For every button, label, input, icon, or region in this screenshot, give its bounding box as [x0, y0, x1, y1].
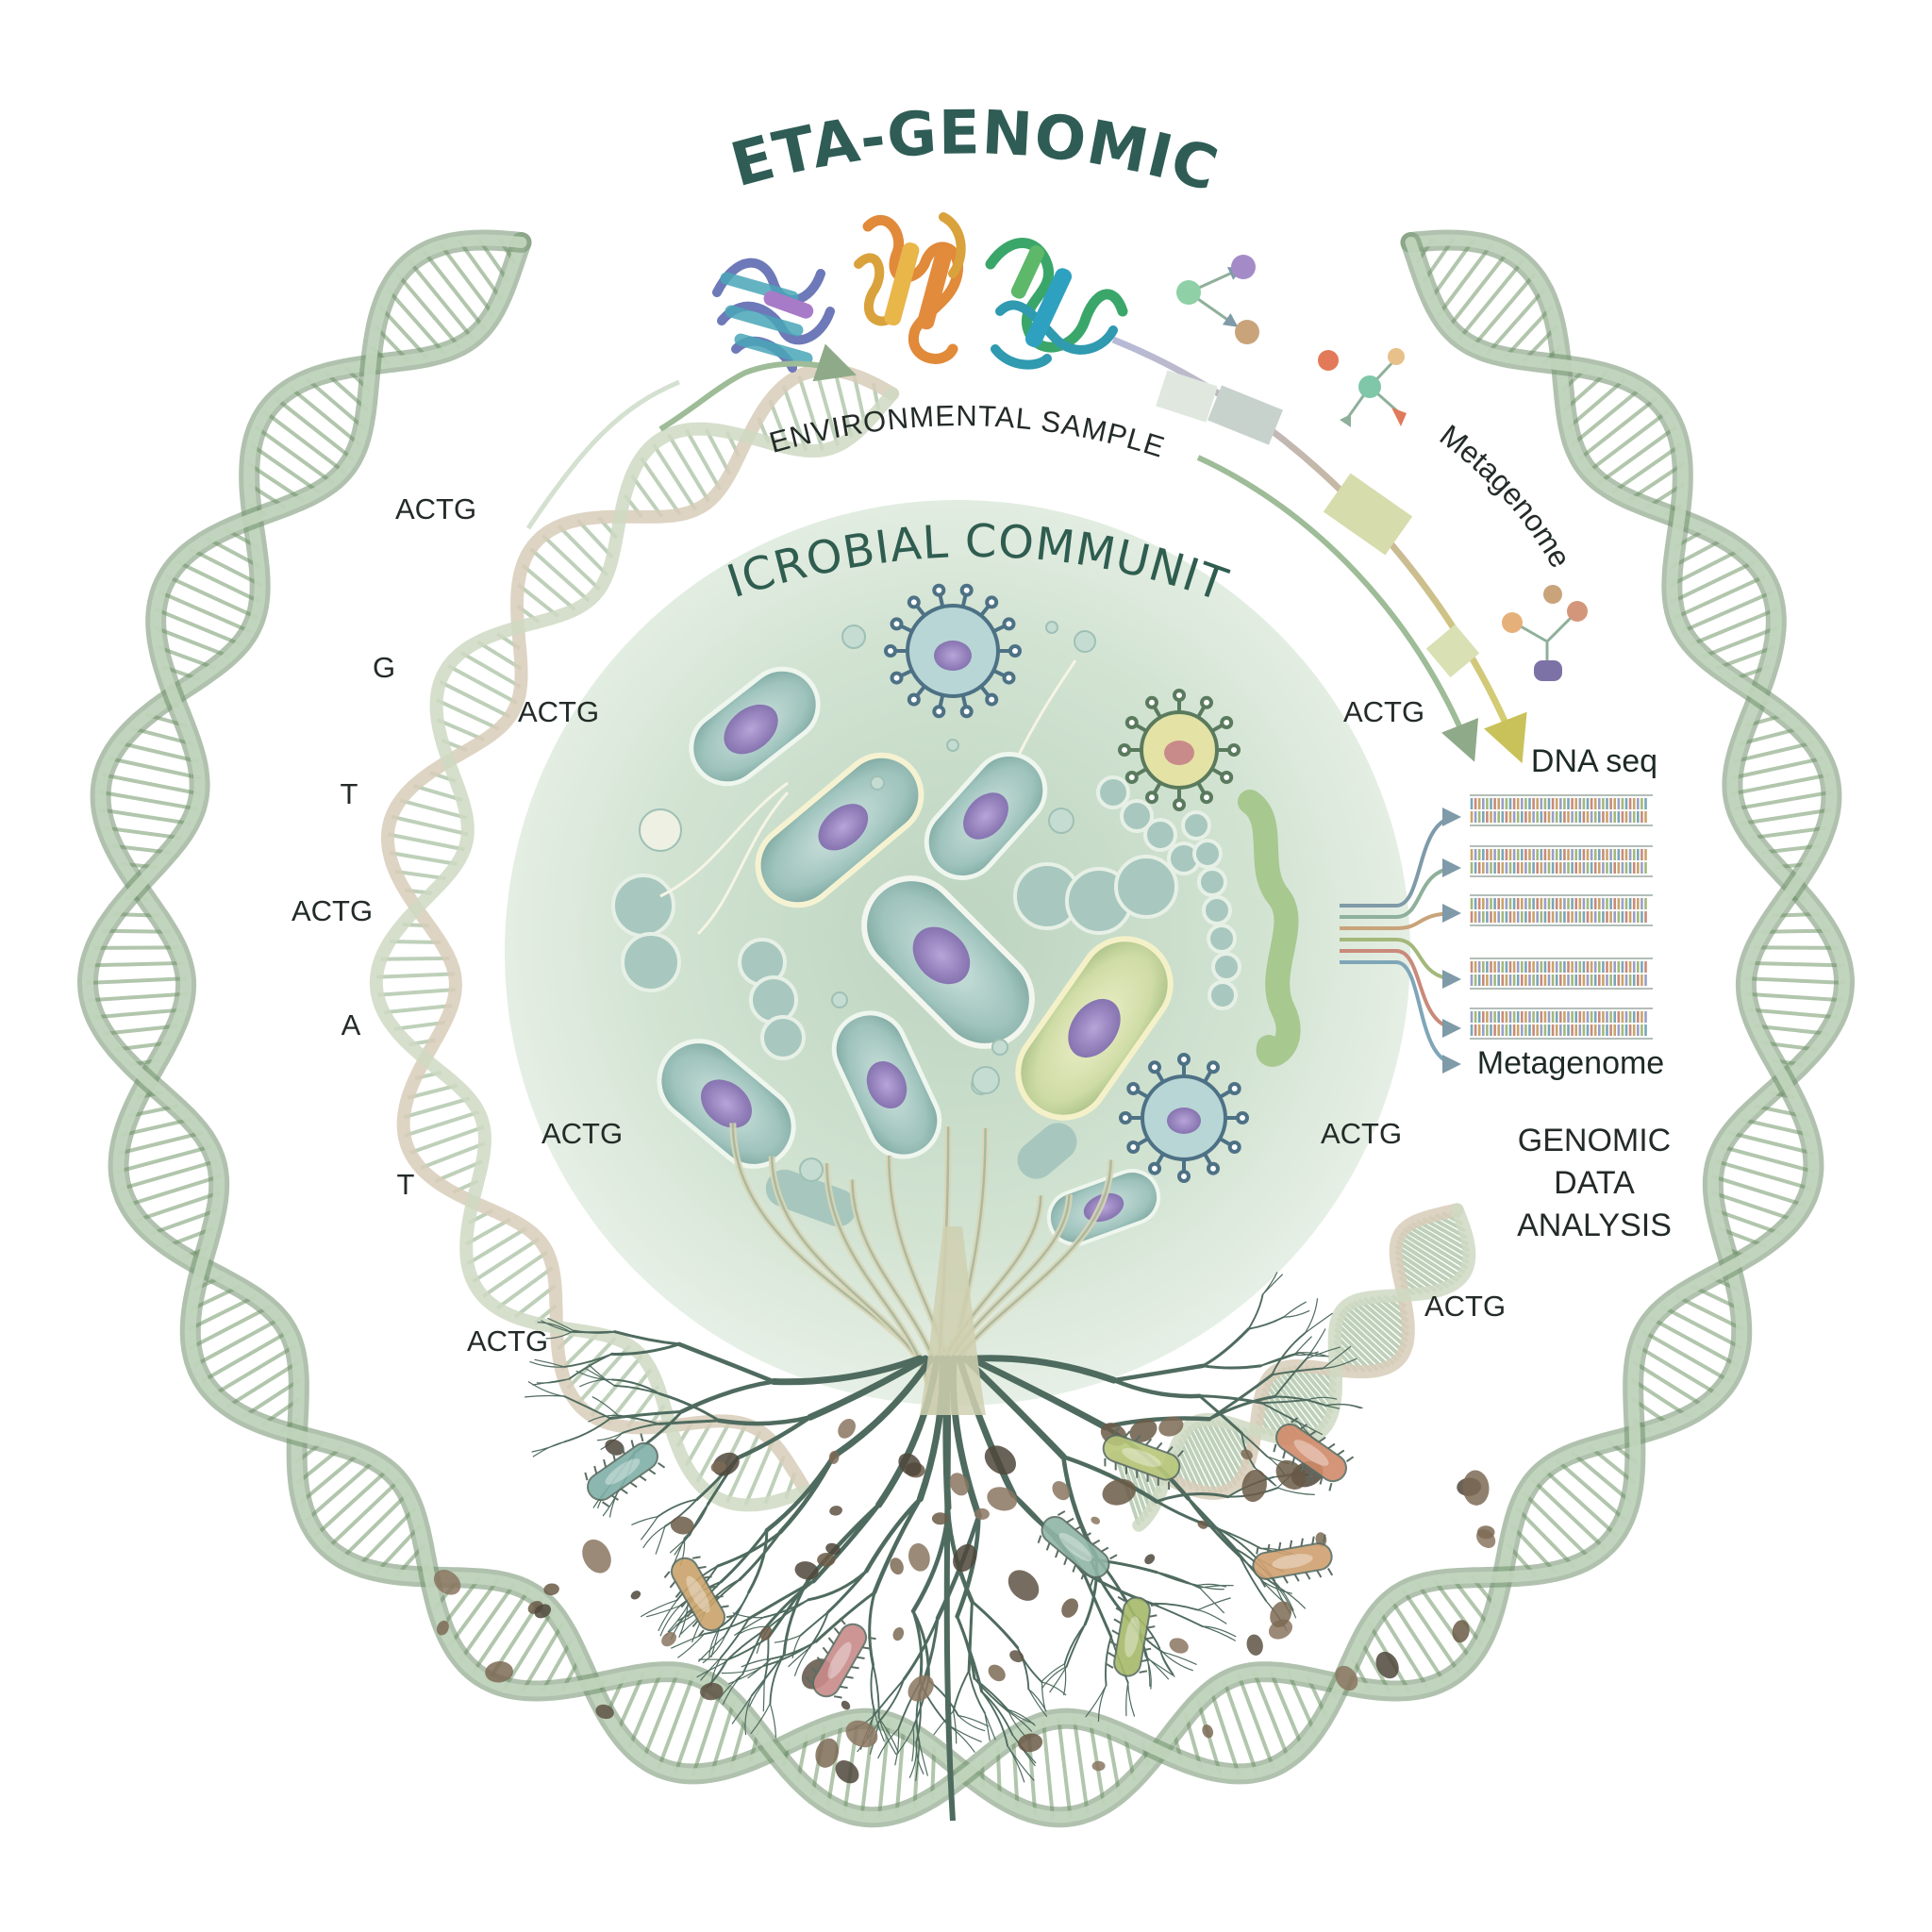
- soil-bacterium-icon: [1273, 1417, 1355, 1491]
- sequence-reads-panel: [1470, 794, 1653, 1040]
- base-label: T: [341, 777, 358, 810]
- base-label: A: [341, 1008, 361, 1041]
- environmental-sample-arrow: [658, 343, 857, 432]
- soil-bacterium-icon: [1102, 1426, 1184, 1491]
- base-label: ACTG: [1321, 1117, 1402, 1150]
- sequence-block-bars: [1156, 370, 1480, 678]
- inner-dna-helix-left: [369, 363, 900, 1512]
- base-label: ACTG: [395, 492, 476, 525]
- dna-seq-label: DNA seq: [1531, 743, 1657, 779]
- base-label: T: [397, 1168, 415, 1201]
- base-label: ACTG: [1424, 1290, 1506, 1323]
- network-node-icon: [1318, 348, 1407, 427]
- bacterium-icon: [689, 666, 821, 787]
- bacterium-icon: [755, 752, 924, 908]
- microbe-cluster: [611, 583, 1301, 1246]
- soil-particles: [433, 1416, 1496, 1784]
- inner-dna-helix-right: [1109, 1203, 1476, 1532]
- tree-roots-icon: [525, 1123, 1363, 1822]
- base-label: ACTG: [518, 695, 599, 728]
- analysis-label-line-2: DATA: [1554, 1165, 1635, 1201]
- soil-bacterium-icon: [1252, 1534, 1334, 1588]
- soil-bacterium-icon: [663, 1556, 735, 1638]
- base-label: ACTG: [467, 1324, 548, 1357]
- cocci-chain: [611, 775, 1241, 1060]
- analysis-label-line-1: GENOMIC: [1518, 1123, 1671, 1158]
- bacterium-icon: [924, 752, 1048, 880]
- base-label: ACTG: [291, 894, 373, 927]
- virus-icon: [884, 583, 1022, 719]
- network-node-icon: [1502, 585, 1588, 681]
- protein-structure-icon: [985, 238, 1128, 370]
- virus-icon: [1118, 689, 1241, 811]
- outer-dna-helix-ring: [76, 229, 1856, 1828]
- soil-bacterium-icon: [1037, 1510, 1118, 1588]
- soil-bacterium-icon: [805, 1617, 876, 1699]
- base-label: ACTG: [1343, 695, 1424, 728]
- bacterium-icon: [861, 875, 1035, 1049]
- virus-icon: [1119, 1053, 1249, 1183]
- soil-bacterium-icon: [584, 1433, 666, 1507]
- bacterium-icon: [1017, 1123, 1077, 1179]
- base-label: G: [373, 651, 395, 684]
- metagenome-arc-label: Metagenome: [1434, 418, 1578, 574]
- network-node-icon: [1176, 255, 1259, 344]
- protein-structure-icon: [854, 212, 966, 364]
- analysis-label-line-3: ANALYSIS: [1517, 1208, 1672, 1243]
- bacterium-icon: [1015, 936, 1174, 1121]
- metagenome-inner-arrow: [1196, 455, 1479, 762]
- soil-bacterium-icon: [1106, 1595, 1159, 1677]
- metagenome-output-label: Metagenome: [1477, 1045, 1664, 1081]
- bacterium-icon: [831, 1010, 942, 1159]
- read-flow-arrows: [1340, 808, 1461, 1074]
- spirillum: [1238, 790, 1301, 1067]
- page-title: META-GENOMICS: [0, 0, 1226, 206]
- base-label: ACTG: [541, 1117, 623, 1150]
- bacterium-icon: [657, 1039, 796, 1169]
- protein-structure-icon: [712, 258, 835, 373]
